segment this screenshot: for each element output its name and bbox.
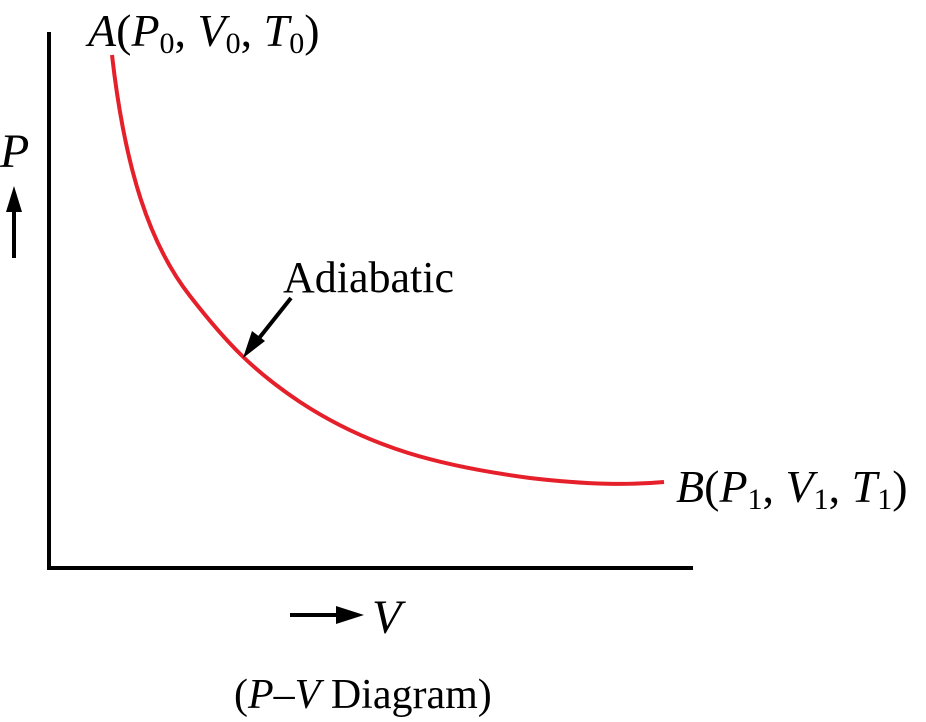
point-b-temperature-subscript: 1 xyxy=(877,483,893,516)
caption-pressure: P xyxy=(248,672,274,718)
point-a-volume-subscript: 0 xyxy=(225,27,241,60)
point-a-temperature: T xyxy=(263,5,290,56)
point-a-pressure-subscript: 0 xyxy=(159,27,175,60)
y-direction-arrow-head xyxy=(6,186,22,212)
point-a-pressure: P xyxy=(131,5,160,56)
point-b-pressure: P xyxy=(719,461,748,512)
annotation-arrow-shaft xyxy=(254,296,293,344)
point-b-volume: V xyxy=(785,461,814,512)
x-direction-arrow-head xyxy=(336,606,364,624)
point-a-name: A xyxy=(88,5,117,56)
point-b-name: B xyxy=(676,461,705,512)
point-b-volume-subscript: 1 xyxy=(813,483,829,516)
diagram-caption: (P–V Diagram) xyxy=(234,674,492,716)
point-a-label: A(P0, V0, T0) xyxy=(88,5,320,60)
caption-open-paren: ( xyxy=(234,672,248,718)
caption-volume: V xyxy=(294,672,321,718)
point-b-pressure-subscript: 1 xyxy=(747,483,763,516)
caption-text: Diagram) xyxy=(320,672,492,718)
point-a-temperature-subscript: 0 xyxy=(289,27,305,60)
y-axis-label: P xyxy=(0,125,30,178)
adiabatic-curve xyxy=(110,54,665,486)
curve-label: Adiabatic xyxy=(283,253,455,302)
point-a-volume: V xyxy=(197,5,226,56)
caption-dash: – xyxy=(273,672,295,718)
x-axis-label: V xyxy=(372,591,402,644)
point-b-label: B(P1, V1, T1) xyxy=(676,461,908,516)
annotation-arrow-head xyxy=(243,331,265,358)
point-b-temperature: T xyxy=(851,461,878,512)
